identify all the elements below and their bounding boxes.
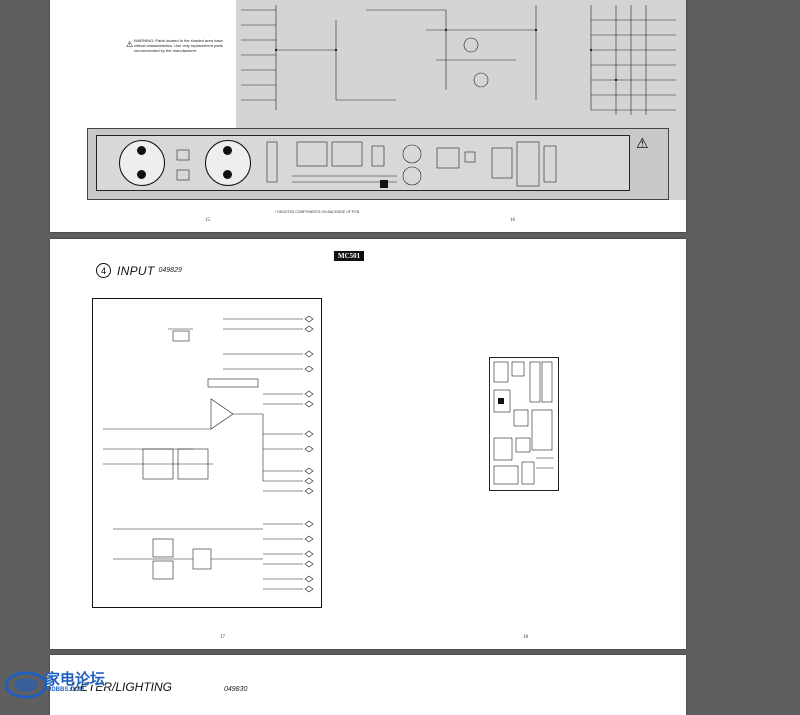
schematic-page-17-18: MC501 4 INPUT 049829	[50, 239, 686, 649]
schematic-drawing-top	[241, 5, 676, 115]
warning-note: WARNING: Parts located in the shaded are…	[134, 38, 223, 53]
page-number-left: 15	[205, 218, 210, 223]
pcb-layout-strip: ⚠	[87, 128, 669, 200]
section-title: INPUT	[117, 263, 155, 278]
footnote: * DENOTES COMPONENTS ON BACKSIDE OF PCB	[275, 210, 360, 214]
pcb-outline	[96, 135, 630, 191]
input-schematic	[92, 298, 322, 608]
watermark-logo-icon	[4, 671, 48, 699]
capacitor-c2	[205, 140, 251, 186]
capacitor-c1	[119, 140, 165, 186]
input-schematic-drawing	[103, 315, 314, 593]
watermark-subtitle: JDBBS.COM	[48, 687, 85, 693]
section-number: 4	[96, 263, 111, 278]
input-pcb-drawing	[493, 361, 554, 485]
section-code: 049829	[158, 267, 182, 274]
schematic-page-15-16: ⚠ WARNING: Parts located in the shaded a…	[50, 0, 686, 232]
page-number-left: 17	[220, 635, 225, 640]
watermark-title: 家电论坛	[45, 671, 106, 688]
page-number-right: 18	[523, 635, 528, 640]
warning-icon: ⚠	[636, 135, 649, 151]
section-title-meter-lighting: METER/LIGHTING	[70, 680, 173, 694]
input-pcb-layout	[489, 357, 559, 491]
warning-icon: ⚠	[126, 40, 134, 49]
section-code-meter-lighting: 049830	[224, 686, 248, 693]
pcb-components	[176, 141, 557, 188]
model-badge: MC501	[334, 251, 365, 261]
section-header: 4 INPUT 049829	[96, 263, 182, 278]
page-number-right: 16	[510, 218, 515, 223]
